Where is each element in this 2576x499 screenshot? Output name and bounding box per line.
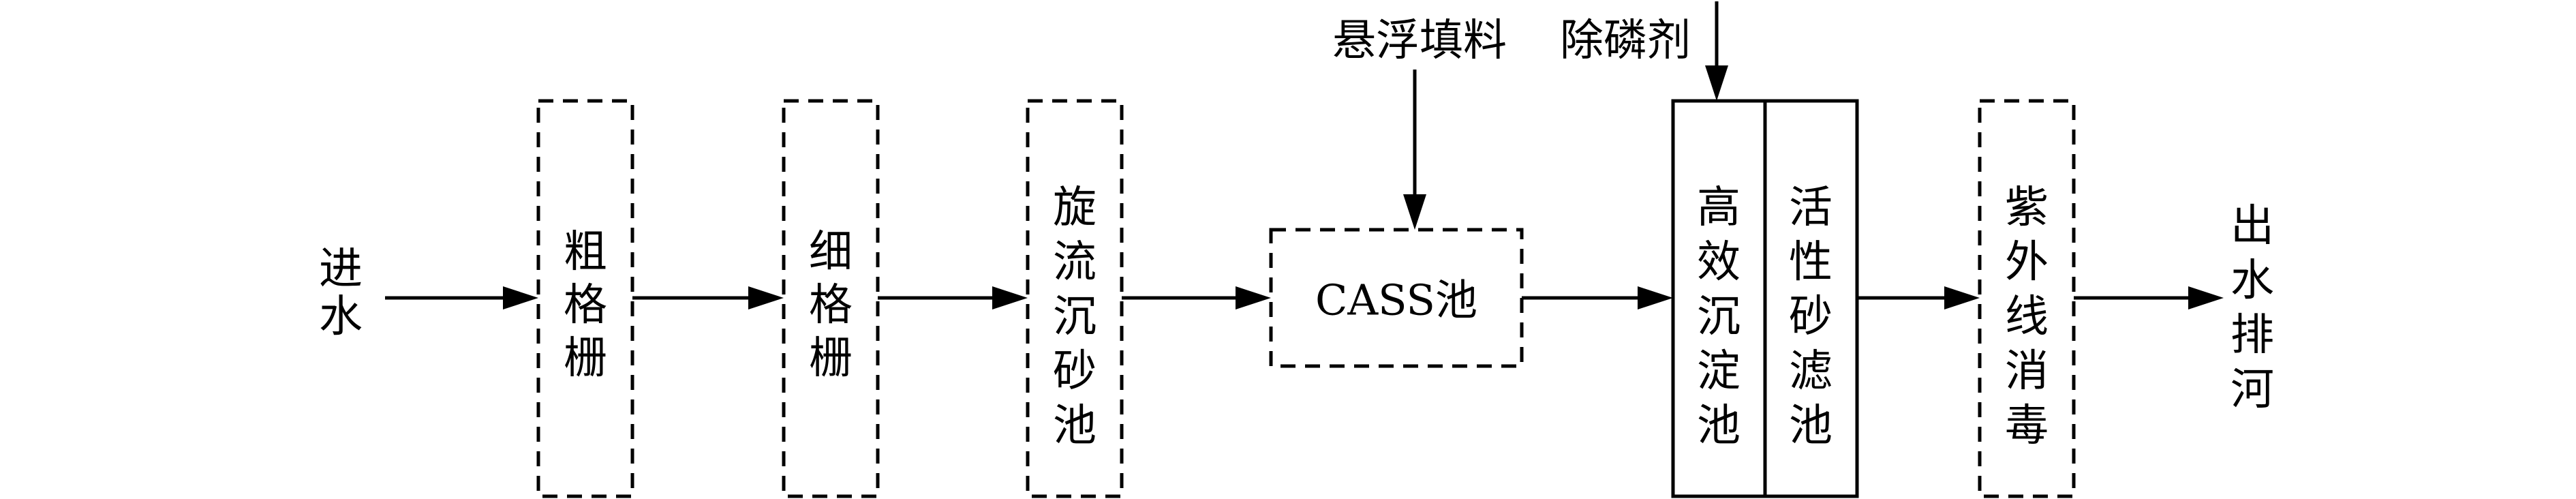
arrow-grit-to-cass-head xyxy=(1236,286,1271,309)
arrow-uv-to-outlet-head xyxy=(2188,286,2224,309)
outlet-label: 出水排河 xyxy=(2230,201,2274,415)
arrow-coarse-to-fine-head xyxy=(748,286,784,309)
sand-filter-box xyxy=(1763,99,1859,498)
dosing-arrows xyxy=(1403,1,1728,230)
arrow-cass-to-sedimentation-head xyxy=(1638,286,1673,309)
arrow-agent-to-sedimentation-head xyxy=(1705,65,1728,101)
inlet-label: 进水 xyxy=(319,244,363,342)
arrow-inlet-to-coarse-head xyxy=(503,286,538,309)
uv-disinfection-label: 紫外线消毒 xyxy=(2005,183,2049,451)
coarse-screen-box xyxy=(536,99,634,498)
coarse-screen-label: 粗格栅 xyxy=(564,227,607,384)
hi-eff-sedimentation-label: 高效沉淀池 xyxy=(1697,183,1741,451)
cass-tank-label: CASS池 xyxy=(1315,275,1477,325)
fine-screen-box xyxy=(782,99,880,498)
suspended-filler-label: 悬浮填料 xyxy=(1332,16,1507,66)
grit-chamber-box xyxy=(1026,99,1124,498)
hi-eff-sedimentation-box xyxy=(1671,99,1767,498)
cass-tank-box xyxy=(1269,228,1524,368)
sand-filter-label: 活性砂滤池 xyxy=(1789,183,1833,451)
uv-disinfection-box xyxy=(1978,99,2076,498)
fine-screen-label: 细格栅 xyxy=(809,227,853,384)
grit-chamber-label: 旋流沉砂池 xyxy=(1053,183,1097,451)
arrow-fine-to-grit-head xyxy=(992,286,1028,309)
arrow-filter-to-uv-head xyxy=(1944,286,1980,309)
arrow-filler-to-cass-head xyxy=(1403,194,1426,230)
phosphorus-agent-label: 除磷剂 xyxy=(1560,16,1691,66)
flow-arrows xyxy=(385,286,2224,309)
